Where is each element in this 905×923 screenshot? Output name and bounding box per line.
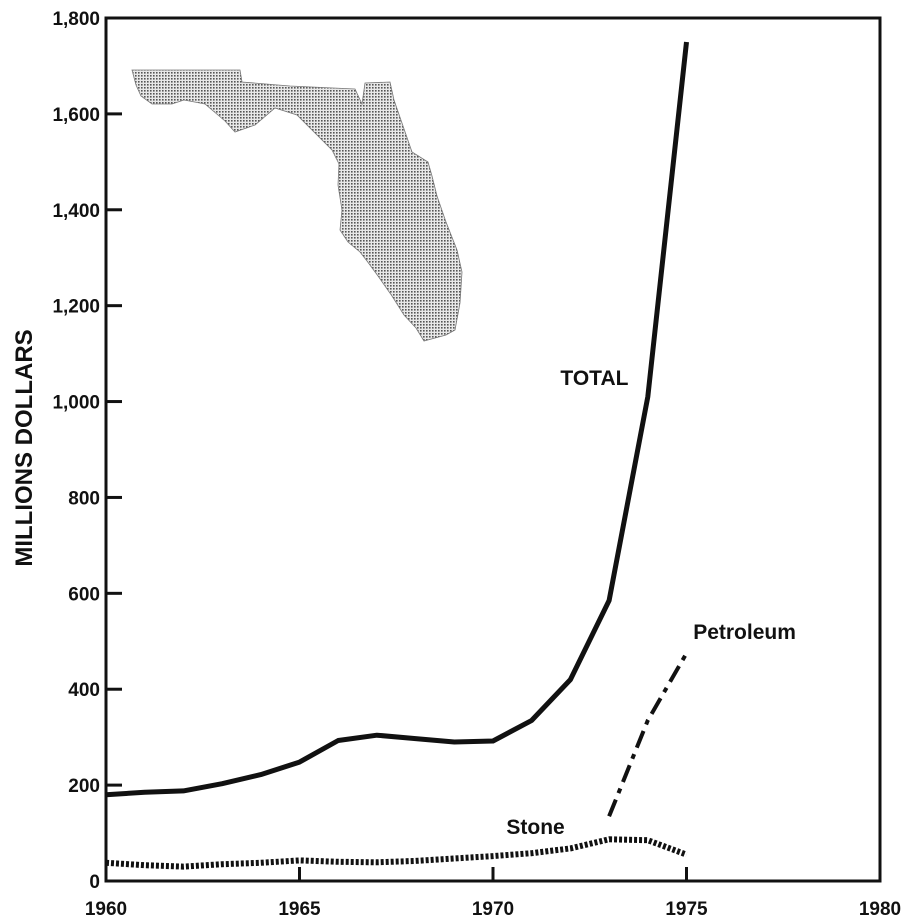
y-axis: 0 200 400 600 800 1,000 1,200 1,400 1,600 1,800	[52, 9, 122, 893]
florida-map-icon	[131, 69, 463, 342]
y-tick-label: 1,400	[52, 201, 100, 222]
y-tick-label: 800	[68, 488, 100, 509]
x-tick-label: 1970	[472, 899, 514, 920]
series-line-petroleum	[607, 652, 689, 818]
y-tick-label: 400	[68, 680, 100, 701]
y-tick-label: 0	[89, 872, 100, 893]
y-tick-label: 1,600	[52, 105, 100, 126]
y-axis-title: MILLIONS DOLLARS	[11, 329, 38, 566]
x-tick-label: 1965	[278, 899, 321, 920]
series-label-total: TOTAL	[560, 367, 628, 390]
x-tick-label: 1975	[665, 899, 708, 920]
series-label-petroleum: Petroleum	[693, 621, 796, 644]
y-tick-label: 200	[68, 776, 100, 797]
y-tick-label: 600	[68, 584, 100, 605]
x-tick-label: 1980	[859, 899, 901, 920]
x-axis: 1960 1965 1970 1975 1980	[85, 867, 901, 920]
y-tick-label: 1,800	[52, 9, 100, 30]
y-tick-label: 1,200	[52, 297, 100, 318]
plot-frame	[104, 16, 882, 883]
x-tick-label: 1960	[85, 899, 127, 920]
y-tick-label: 1,000	[52, 393, 100, 414]
series-line-stone	[105, 836, 688, 870]
series-label-stone: Stone	[506, 816, 564, 839]
series-line-total	[105, 41, 689, 798]
series-layer	[105, 41, 689, 870]
